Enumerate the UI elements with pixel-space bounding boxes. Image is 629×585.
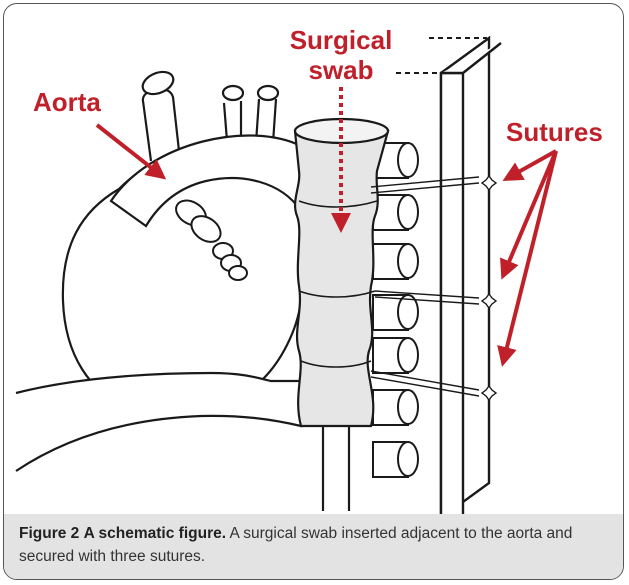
- label-sutures: Sutures: [506, 117, 603, 147]
- label-aorta: Aorta: [33, 87, 101, 117]
- label-surgical-swab-line1: Surgical: [290, 25, 393, 55]
- figure-frame: Aorta Surgical swab Sutures Figure 2 A s…: [3, 3, 624, 580]
- fixation-board: [441, 38, 501, 518]
- vertebra: [373, 338, 418, 373]
- vertebra: [373, 390, 418, 425]
- label-surgical-swab-line2: swab: [308, 55, 373, 85]
- vertebral-column: [373, 143, 418, 477]
- caption-title: A schematic figure.: [84, 525, 226, 542]
- schematic-illustration: Aorta Surgical swab Sutures: [4, 4, 624, 580]
- caption-figure-number: Figure 2: [19, 525, 79, 542]
- figure-caption: Figure 2 A schematic figure. A surgical …: [4, 514, 623, 580]
- vertebra: [373, 295, 418, 330]
- descending-aorta: [323, 421, 349, 511]
- vertebra: [373, 442, 418, 477]
- vertebra: [373, 244, 418, 279]
- vertebra: [373, 195, 418, 230]
- diaphragm: [16, 373, 301, 471]
